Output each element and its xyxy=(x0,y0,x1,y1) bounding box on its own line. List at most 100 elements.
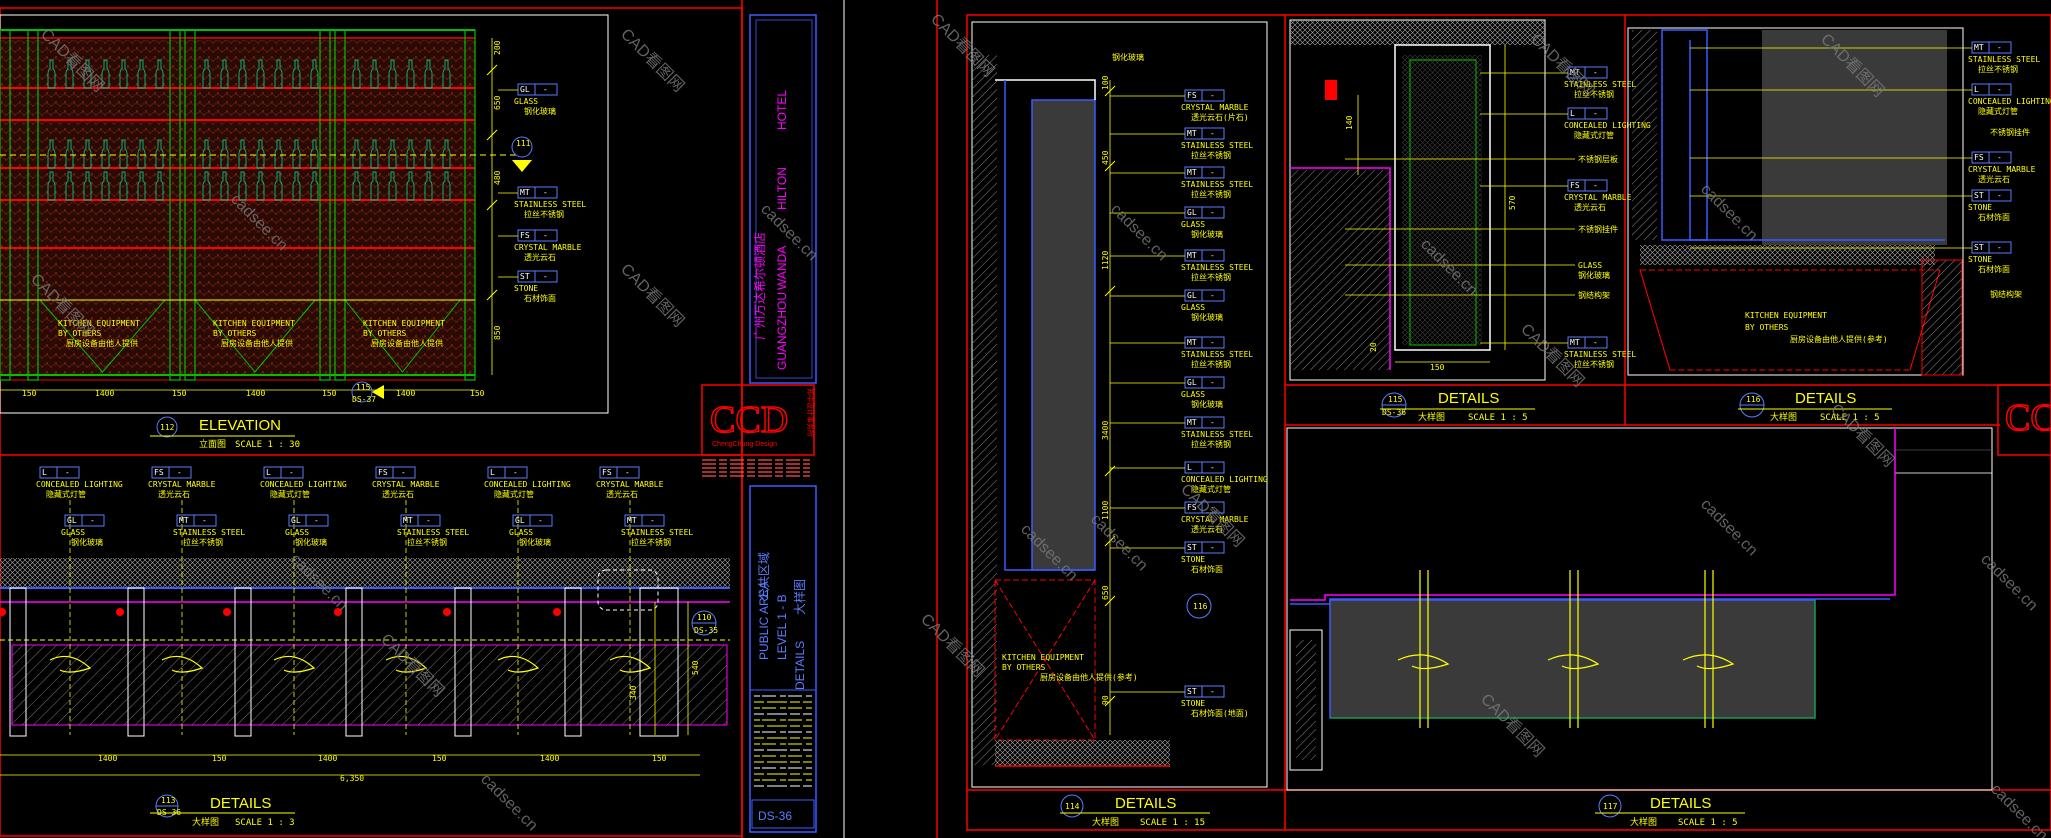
plan-post xyxy=(345,587,363,737)
tag-code: MT xyxy=(1187,129,1197,138)
tag-code: MT xyxy=(520,188,530,197)
tag-label-cn: 拉丝不锈钢 xyxy=(1191,150,1231,160)
wine-bottle-icon xyxy=(292,139,301,169)
tag-dash: - xyxy=(314,516,319,525)
tag-code: GL xyxy=(1187,378,1197,387)
dim-tick xyxy=(1104,535,1116,547)
view-label-cn: 立面图 xyxy=(199,438,226,450)
plan-post xyxy=(564,587,582,737)
tag-label-cn: 石材饰面(地面) xyxy=(1191,708,1249,718)
wine-bottle-icon xyxy=(155,59,164,89)
tag-label-cn: 钢化玻璃 xyxy=(1191,229,1223,239)
plan-post xyxy=(454,587,472,737)
tag-label-en: CRYSTAL MARBLE xyxy=(1968,165,2036,174)
tag-code: ST xyxy=(1187,543,1197,552)
view-label-cn: 大样图 xyxy=(1092,816,1119,828)
wine-bottles xyxy=(47,59,451,201)
wine-bottle-icon xyxy=(424,59,433,89)
callout-number: 116 xyxy=(1193,602,1208,611)
title-block-rows xyxy=(754,695,812,787)
title-block-notes xyxy=(702,459,810,477)
tag-label-en: GLASS xyxy=(1181,390,1205,399)
tag-label-en: GLASS xyxy=(1181,303,1205,312)
section-callout-116[interactable]: 116 xyxy=(1186,593,1212,619)
tag-label-en: STONE xyxy=(1968,255,1992,264)
tag-label-cn: 拉丝不锈钢 xyxy=(407,537,447,547)
wine-bottle-icon xyxy=(292,59,301,89)
section-callout-115[interactable]: 115 DS-37 xyxy=(351,381,384,404)
tag-label-cn: 拉丝不锈钢 xyxy=(1574,89,1614,99)
section-callout-110[interactable]: 110 DS-35 xyxy=(691,610,718,636)
kitchen-note: KITCHEN EQUIPMENT xyxy=(1745,311,1827,320)
tag-label-en: STAINLESS STEEL xyxy=(1181,350,1253,359)
tag-label-cn: 隐藏式灯管 xyxy=(1574,130,1614,140)
dim-label: 1120 xyxy=(1101,251,1110,270)
wine-rack-section xyxy=(1762,30,1947,245)
view-ref: DS-36 xyxy=(1382,408,1406,417)
view-scale: SCALE 1 : 15 xyxy=(1140,818,1205,828)
kitchen-note: 厨房设备由他人提供(参考) xyxy=(1040,672,1138,682)
kitchen-note: 厨房设备由他人提供 xyxy=(371,338,443,348)
tag-label-en: STAINLESS STEEL xyxy=(173,528,245,537)
elevation-horizontal-dimensions: 150 1400 150 1400 150 1400 150 xyxy=(0,389,485,398)
tag-label-cn: 透光云石 xyxy=(606,489,638,499)
tag-label-cn: 钢化玻璃 xyxy=(524,106,556,116)
tag-dash: - xyxy=(543,231,548,240)
wine-bottle-icon xyxy=(406,171,415,201)
bracket-icon xyxy=(609,655,652,673)
wall-hatch xyxy=(972,55,997,765)
note-text: 不锈钢挂件 xyxy=(1990,127,2030,137)
section-callout-111[interactable]: 111 xyxy=(511,136,533,172)
plan-vertical-dimensions: 340 540 xyxy=(629,602,700,735)
project-name-en: HOTEL xyxy=(775,90,789,130)
bracket-icon xyxy=(385,655,428,673)
lighting-icon xyxy=(116,608,124,616)
title-block: 广州万达希尔顿酒店 GUANGZHOU WANDA HILTON HOTEL C… xyxy=(701,14,817,833)
cabinet-post xyxy=(464,29,476,381)
tag-label-en: STAINLESS STEEL xyxy=(397,528,469,537)
lighting-icon xyxy=(334,608,342,616)
